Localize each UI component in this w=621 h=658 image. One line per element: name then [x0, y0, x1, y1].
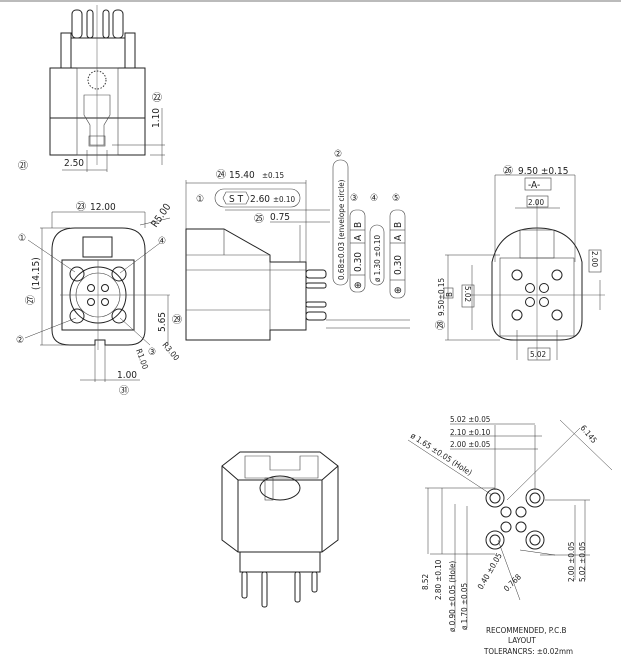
- position-icon: ⊕: [393, 286, 404, 294]
- dim-5-02-v: 5.02 ±0.05: [578, 542, 587, 582]
- envelope-circle: 0.68±0.03 (envelope circle): [337, 179, 346, 280]
- note-line-1: RECOMMENDED, P.C.B: [486, 626, 566, 635]
- dim-8-52: 8.52: [421, 574, 430, 590]
- position-icon: ⊕: [353, 281, 364, 289]
- datum-b: B: [393, 222, 404, 228]
- callout-3: ③: [148, 347, 156, 358]
- dim-slot: 1.00: [117, 370, 137, 381]
- datum-b: B: [353, 222, 364, 228]
- dim-pin-pitch-top: 2.00: [528, 198, 544, 207]
- callout-23: ㉓: [76, 201, 86, 213]
- callout-22: ㉒: [152, 92, 162, 104]
- callout-27: ㉗: [25, 295, 37, 305]
- callout-24: ㉔: [216, 169, 226, 181]
- diameter-4: ø 1.30 ±0.10: [373, 235, 382, 282]
- dim-2-80: 2.80 ±0.10: [434, 559, 443, 600]
- callout-25: ㉕: [254, 213, 264, 225]
- diag-dim: 6.145: [578, 424, 598, 446]
- callout-1: ①: [196, 194, 204, 205]
- callout-3: ③: [350, 193, 358, 204]
- dim-width: 12.00: [90, 202, 116, 213]
- hole-small: ø 0.90 ±0.05 (Hole): [448, 561, 457, 632]
- callout-5: ⑤: [392, 193, 400, 204]
- front-view: ① ④ ② ③ ㉓ 12.00 R5.00 ㉗ (14.15) 5.65 ㉙ R…: [16, 201, 182, 397]
- dim-height: (14.15): [31, 257, 42, 290]
- callout-29: ㉙: [172, 314, 182, 326]
- callout-1: ①: [18, 233, 26, 244]
- dim-length: 15.40: [229, 170, 255, 181]
- st-frame: [214, 188, 301, 208]
- callout-2: ②: [16, 335, 24, 346]
- callout-4: ④: [370, 193, 378, 204]
- st-tol: ±0.10: [273, 195, 295, 204]
- pcb-layout: 5.02 ±0.05 2.10 ±0.10 2.00 ±0.05 ø 1.65 …: [407, 415, 613, 656]
- callout-21: ㉑: [18, 160, 28, 172]
- callout-4: ④: [158, 236, 166, 247]
- dim-5-02: 5.02 ±0.05: [450, 415, 490, 424]
- tolerance-value: 0.30: [393, 255, 404, 275]
- datum-a: A: [393, 234, 404, 241]
- side-view: ㉔ 15.40 ±0.15 ① S T 2.60 ±0.10 ㉕ 0.75 ② …: [185, 149, 410, 341]
- st-label: S T: [229, 194, 244, 205]
- callout-28: ㉘: [435, 320, 447, 330]
- dim-offset: 0.75: [270, 212, 290, 223]
- callout-2: ②: [334, 149, 342, 160]
- radius-top: R5.00: [149, 202, 173, 230]
- rear-view: ㉖ 9.50 ±0.15 -A- 2.00 2.00 5.02 ㉘ 9.50±0…: [435, 165, 605, 361]
- dim-2-00-v: 2.00 ±0.05: [567, 542, 576, 582]
- isometric-view: [221, 451, 339, 608]
- st-value: 2.60: [250, 194, 270, 205]
- hole-large: ø 1.65 ±0.05 (Hole): [409, 431, 474, 477]
- top-view: ㉑ 2.50 ㉒ 1.10: [18, 5, 165, 172]
- note-line-3: TOLERANCRS: ±0.02mm: [483, 647, 573, 656]
- dim-0-768: 0.768: [502, 572, 523, 593]
- pad-dim: ø 1.70 ±0.05: [460, 583, 469, 630]
- fcf-5: B A 0.30 ⊕: [389, 209, 406, 299]
- dim-height: 1.10: [151, 108, 162, 128]
- dim-0-40: 0.40 ±0.05: [476, 552, 504, 591]
- note-line-2: LAYOUT: [508, 636, 536, 645]
- fcf-3: B A 0.30 ⊕: [349, 209, 366, 293]
- radius-mid: R3.00: [160, 341, 181, 363]
- dim-2-10: 2.10 ±0.10: [450, 428, 491, 437]
- dim-bottom: 5.02: [530, 350, 546, 359]
- dim-width: 9.50 ±0.15: [518, 166, 568, 177]
- dim-offset: 5.65: [157, 312, 168, 332]
- dim-height: 9.50±0.15: [437, 278, 446, 316]
- dim-pin-pitch-right: 2.00: [590, 251, 599, 267]
- dim-left: 5.02: [463, 286, 472, 302]
- dim-width: 2.50: [64, 158, 84, 169]
- datum-a: -A-: [528, 180, 540, 191]
- datum-a: A: [353, 234, 364, 241]
- dim-length-tol: ±0.15: [262, 171, 284, 180]
- datum-b: B: [445, 292, 454, 297]
- callout-31: ㉛: [119, 385, 129, 397]
- callout-26: ㉖: [503, 165, 513, 177]
- tolerance-value: 0.30: [353, 252, 364, 272]
- dim-2-00: 2.00 ±0.05: [450, 440, 490, 449]
